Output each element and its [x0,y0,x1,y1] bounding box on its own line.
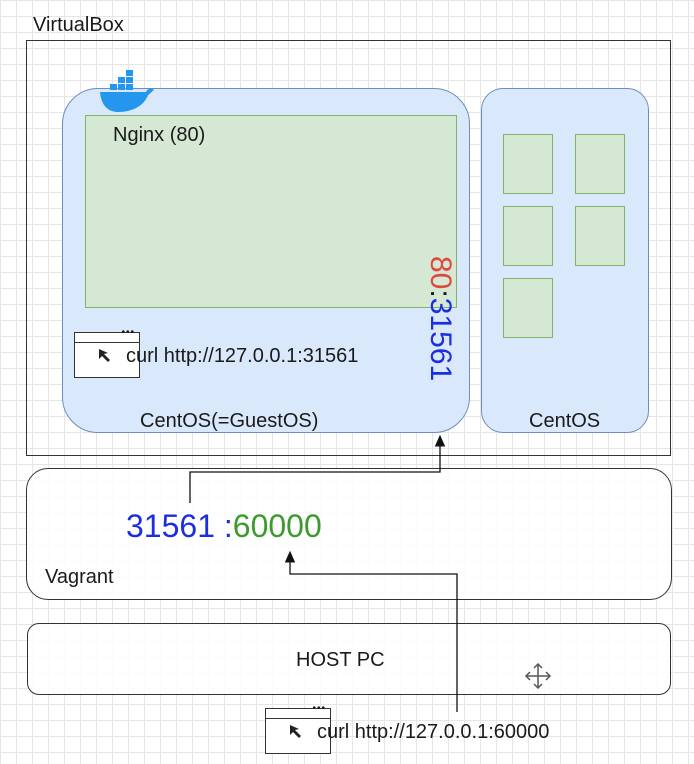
nginx-container [85,115,457,308]
virtualbox-label: VirtualBox [33,14,124,36]
container-box [503,278,553,338]
terminal-icon: ••• [74,327,140,378]
guest-curl-command: curl http://127.0.0.1:31561 [126,345,359,367]
cursor-arrow-icon [290,725,301,738]
cursor-arrow-icon [99,349,110,362]
host-curl-command: curl http://127.0.0.1:60000 [317,721,550,743]
vagrant-port-separator: : [214,508,233,544]
docker-icon [100,70,154,112]
node-port: 31561 [424,297,457,382]
arrow-vagrant-to-guest [189,434,446,503]
vagrant-host-port: 60000 [232,508,322,544]
host-pc-label: HOST PC [296,649,385,671]
container-box [503,134,553,194]
vagrant-box [26,468,672,600]
terminal-icon: ••• [265,703,331,754]
centos-label: CentOS [529,410,601,432]
vagrant-label: Vagrant [45,566,114,588]
container-box [575,206,625,266]
container-box [575,134,625,194]
guest-os-label: CentOS(=GuestOS) [140,410,319,432]
port-separator: : [424,289,457,298]
move-icon[interactable] [524,662,552,690]
vagrant-guest-port: 31561 [126,508,215,544]
container-box [503,206,553,266]
vagrant-port-mapping: 31561 :60000 [126,508,322,545]
nginx-label: Nginx (80) [113,124,206,146]
container-port: 80 [424,256,457,290]
virtualbox-frame [26,40,671,456]
arrow-host-to-vagrant [284,550,458,712]
vm-port-mapping: 80:31561 [400,256,480,406]
host-pc-box[interactable] [27,623,671,695]
